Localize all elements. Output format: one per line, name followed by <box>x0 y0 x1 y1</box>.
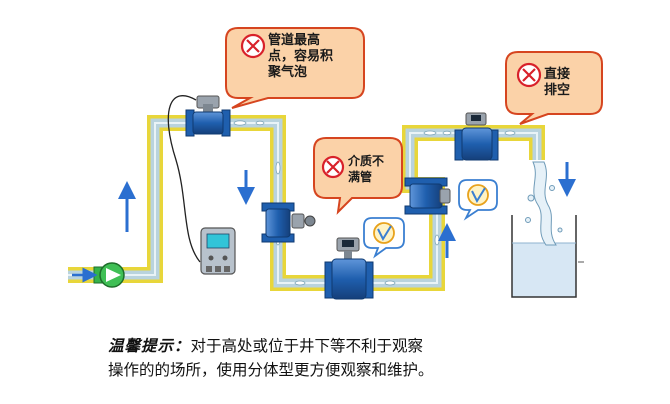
callout-highpoint <box>225 27 365 109</box>
check-callout-bottom <box>363 217 405 259</box>
water-stream <box>525 161 563 246</box>
tip-line-1: 对于高处或位于井下等不利于观察 <box>190 337 424 355</box>
converter-unit <box>200 227 236 275</box>
check-callout-up <box>458 179 498 221</box>
check-icon <box>467 184 489 206</box>
pump-icon <box>93 262 125 288</box>
signal-cable <box>167 95 201 263</box>
flowmeter-bottom <box>324 237 374 300</box>
tank <box>511 215 584 298</box>
not-allowed-icon <box>516 62 542 88</box>
flow-arrows <box>118 162 576 258</box>
flowmeter-downflow <box>261 202 316 243</box>
callout-direct-drain <box>505 51 603 125</box>
callout-direct-drain-text: 直接 排空 <box>544 67 571 98</box>
pipe-network <box>68 115 545 291</box>
not-allowed-icon <box>321 155 345 179</box>
flowmeter-highpoint <box>185 95 231 137</box>
tip-text-block: 温馨提示：对于高处或位于井下等不利于观察 操作的的场所，使用分体型更方便观察和维… <box>108 334 568 382</box>
flowmeter-drain <box>454 112 499 161</box>
tip-line-2: 操作的的场所，使用分体型更方便观察和维护。 <box>108 361 434 379</box>
check-icon <box>373 222 395 244</box>
callout-not-full <box>313 137 403 215</box>
not-allowed-icon <box>240 33 266 59</box>
callout-not-full-text: 介质不 满管 <box>348 154 385 184</box>
flowmeter-upflow <box>404 177 451 215</box>
tip-label: 温馨提示： <box>108 337 191 355</box>
callout-highpoint-text: 管道最高 点，容易积 聚气泡 <box>268 33 334 80</box>
